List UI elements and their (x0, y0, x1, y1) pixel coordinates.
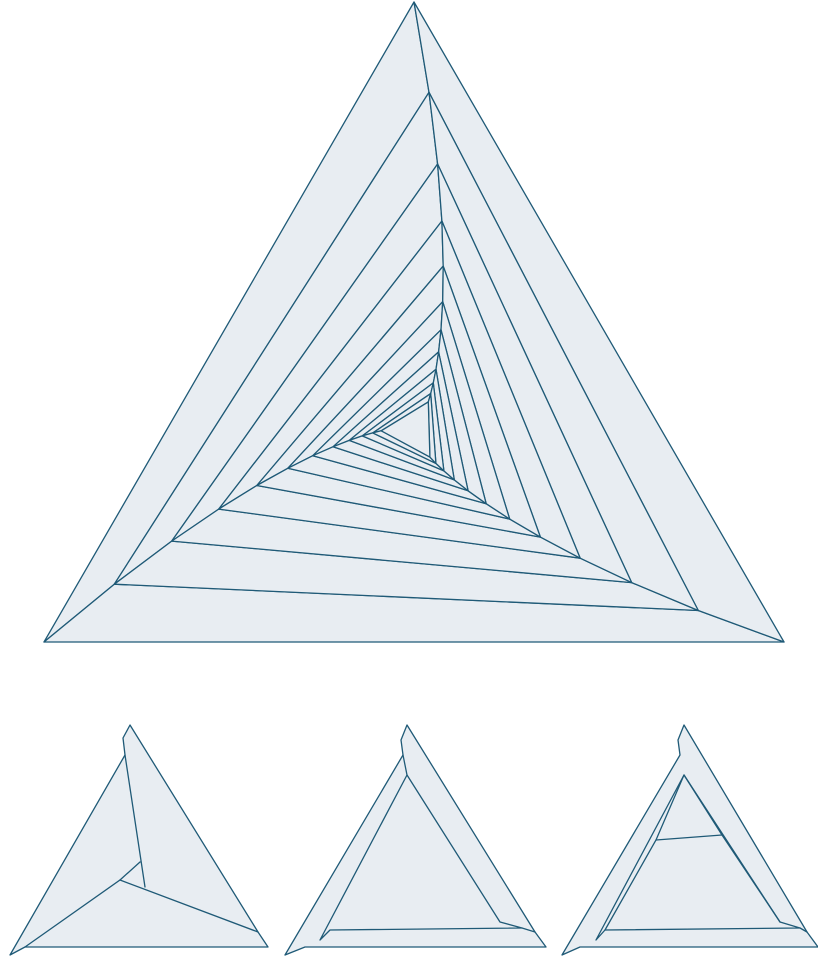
triangle-step-3 (562, 725, 818, 955)
triangle-step-1 (10, 725, 268, 955)
triangle-step-2 (285, 725, 546, 955)
nested-triangle-spiral (44, 2, 784, 642)
